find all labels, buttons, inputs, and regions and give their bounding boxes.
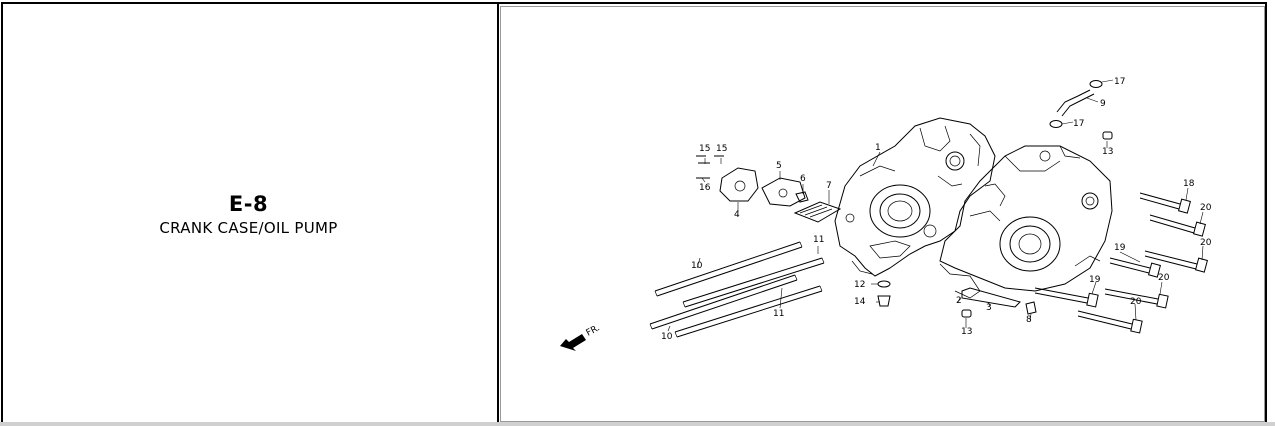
front-label: FR.	[585, 323, 602, 338]
callout-5: 5	[776, 161, 782, 171]
callout-15-right: 15	[716, 144, 727, 154]
bottom-edge	[0, 422, 1275, 426]
callout-17-lower: 17	[1073, 119, 1084, 129]
callout-20-b: 20	[1200, 238, 1212, 248]
leader-lines	[667, 79, 1204, 332]
callout-8: 8	[1026, 315, 1032, 325]
section-code: E-8	[228, 192, 269, 216]
callout-20-c: 20	[1158, 273, 1170, 283]
callout-17-upper: 17	[1114, 77, 1125, 87]
callout-20-a: 20	[1200, 203, 1212, 213]
callout-7: 7	[826, 181, 832, 191]
section-title: CRANK CASE/OIL PUMP	[159, 219, 338, 237]
left-crankcase	[834, 117, 996, 277]
callout-12: 12	[854, 280, 865, 290]
breather-hose	[1049, 80, 1103, 128]
callout-11-lower: 11	[773, 309, 784, 319]
parts-diagram: FR. 1 2 3 4 5 6 7 8 9 10 10 11 11 12 13 …	[560, 77, 1212, 351]
callout-4: 4	[734, 210, 740, 220]
callout-9: 9	[1100, 99, 1106, 109]
column-divider	[497, 2, 499, 426]
callout-13-lower: 13	[961, 327, 972, 337]
flange-bolts	[1034, 192, 1208, 334]
front-direction-arrow	[560, 334, 586, 351]
callout-15-left: 15	[699, 144, 710, 154]
callout-10-upper: 10	[691, 261, 703, 271]
diagram-panel	[500, 6, 1265, 422]
callout-19-upper: 19	[1114, 243, 1126, 253]
callout-19-lower: 19	[1089, 275, 1101, 285]
callout-18: 18	[1183, 179, 1195, 189]
callout-3: 3	[986, 303, 992, 313]
small-parts	[877, 131, 1113, 318]
right-crankcase	[939, 145, 1113, 299]
callout-10-lower: 10	[661, 332, 673, 342]
callout-11-upper: 11	[813, 235, 824, 245]
page-frame	[1, 2, 1267, 422]
oil-pump-parts	[696, 155, 842, 223]
stud-bolts	[649, 241, 825, 338]
callout-16: 16	[699, 183, 711, 193]
callout-14: 14	[854, 297, 866, 307]
callout-2: 2	[956, 296, 962, 306]
callout-1: 1	[875, 143, 881, 153]
callout-13-upper: 13	[1102, 147, 1113, 157]
callout-6: 6	[800, 174, 806, 184]
callout-20-d: 20	[1130, 297, 1142, 307]
